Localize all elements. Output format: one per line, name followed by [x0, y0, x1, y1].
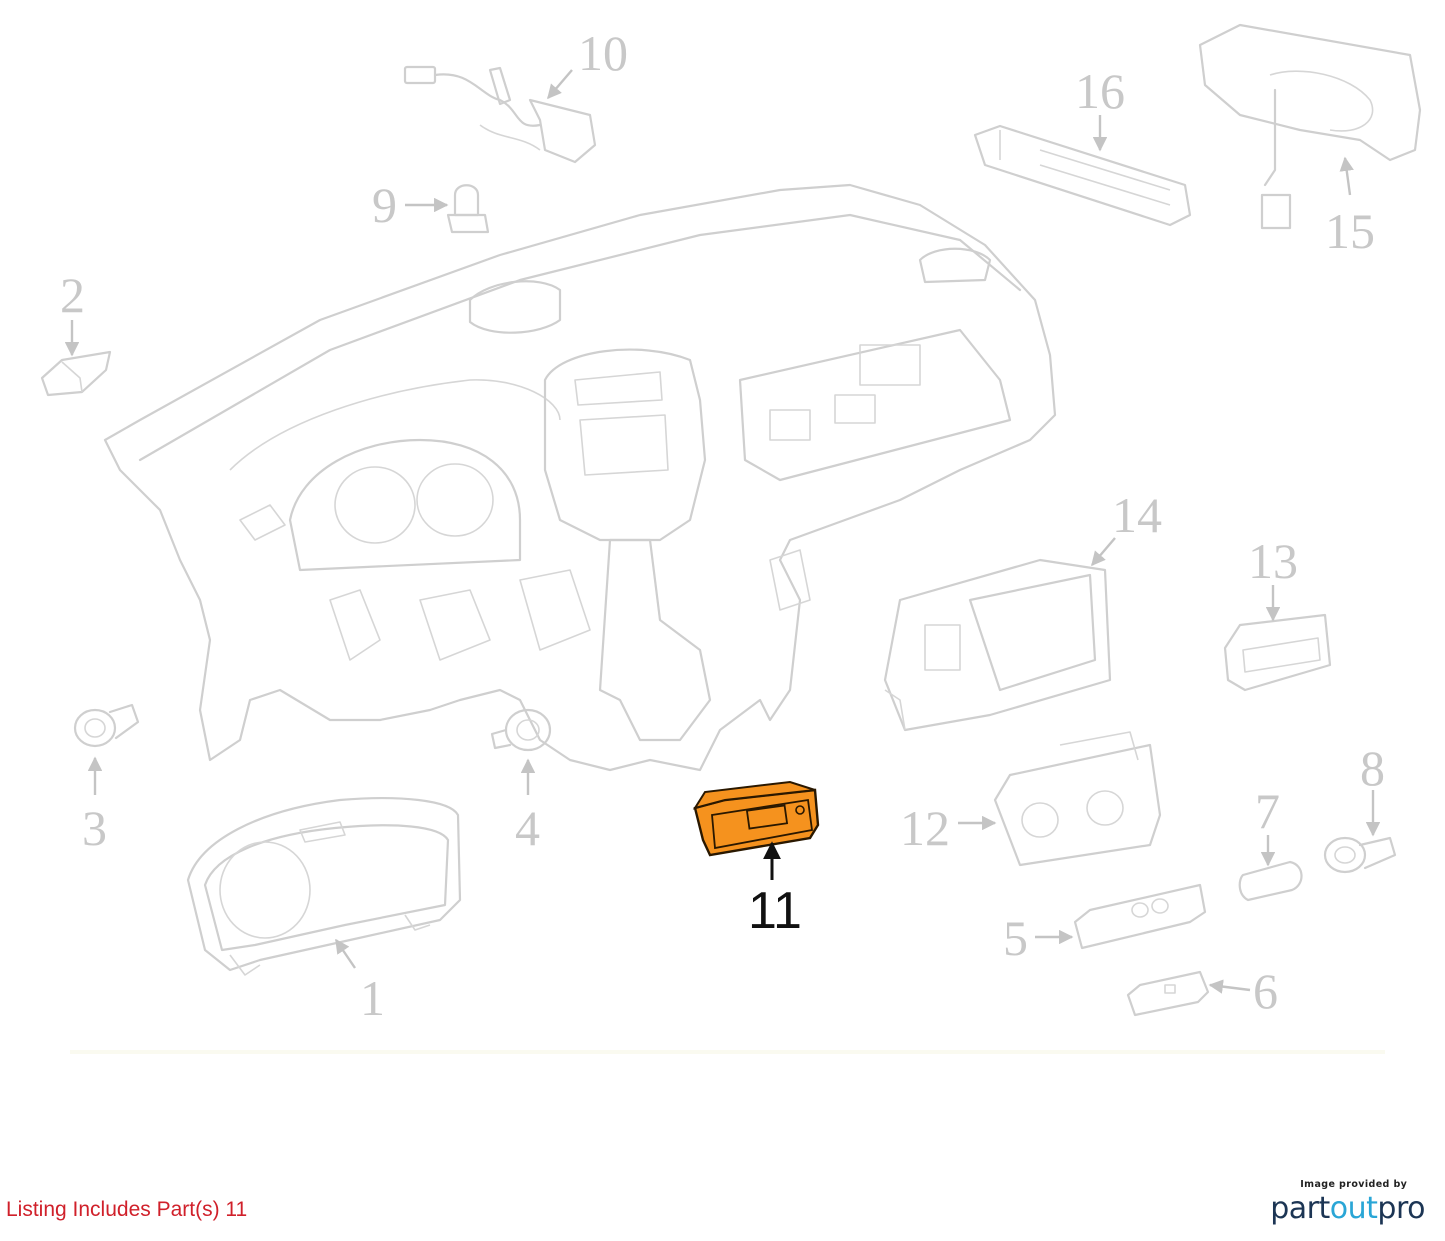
callout-4: 4	[515, 800, 540, 856]
part-10-harness	[403, 65, 597, 164]
part-16-control-panel	[973, 124, 1192, 227]
callout-5: 5	[1003, 910, 1028, 966]
part-13-module	[1223, 613, 1332, 692]
part-11-face	[711, 798, 814, 850]
callout-9: 9	[372, 177, 397, 233]
callout-arrows	[64, 69, 1381, 994]
part-4-switch	[490, 708, 552, 752]
brand-name: partoutpro	[1270, 1194, 1425, 1224]
callout-labels: 10 9 2 3 4 1 16 15 14 13 12 8 7 5 6 11	[60, 25, 1385, 1026]
part-5-switch-panel	[1073, 883, 1207, 950]
callout-10: 10	[578, 25, 628, 81]
image-credit: Image provided by	[1300, 1179, 1408, 1190]
callout-13: 13	[1248, 533, 1298, 589]
part-6-switch	[1126, 970, 1210, 1017]
callout-1: 1	[360, 970, 385, 1026]
part-11-top	[692, 780, 816, 810]
part-7-socket	[1238, 860, 1303, 902]
part-12-climate-control	[993, 731, 1162, 867]
part-3-switch	[73, 703, 140, 748]
callout-7: 7	[1255, 783, 1280, 839]
part-11-highlighted[interactable]	[692, 780, 820, 857]
part-2-switch	[40, 350, 112, 397]
callout-15: 15	[1325, 203, 1375, 259]
part-9-bulb	[446, 184, 490, 234]
brand-pro: pro	[1377, 1191, 1425, 1226]
callout-14: 14	[1112, 487, 1162, 543]
callout-8: 8	[1360, 740, 1385, 796]
callout-12: 12	[900, 800, 950, 856]
callout-3: 3	[82, 800, 107, 856]
brand-logo[interactable]: Image provided by partoutpro	[1270, 1179, 1425, 1224]
callout-2: 2	[60, 267, 85, 323]
part-8-switch	[1323, 836, 1397, 874]
callout-6: 6	[1253, 963, 1278, 1019]
dashboard-panel	[103, 183, 1057, 772]
listing-includes-text: Listing Includes Part(s) 11	[6, 1198, 248, 1221]
brand-part: part	[1270, 1191, 1330, 1226]
brand-out: out	[1329, 1191, 1378, 1226]
part-11-display-window	[745, 804, 789, 830]
part-1-instrument-cluster	[186, 797, 462, 976]
callout-16: 16	[1075, 63, 1125, 119]
part-15-lamp-assembly	[1198, 23, 1422, 230]
part-14-display-unit	[883, 558, 1112, 732]
callout-11-highlighted: 11	[748, 882, 802, 940]
part-11-knob	[795, 805, 805, 815]
